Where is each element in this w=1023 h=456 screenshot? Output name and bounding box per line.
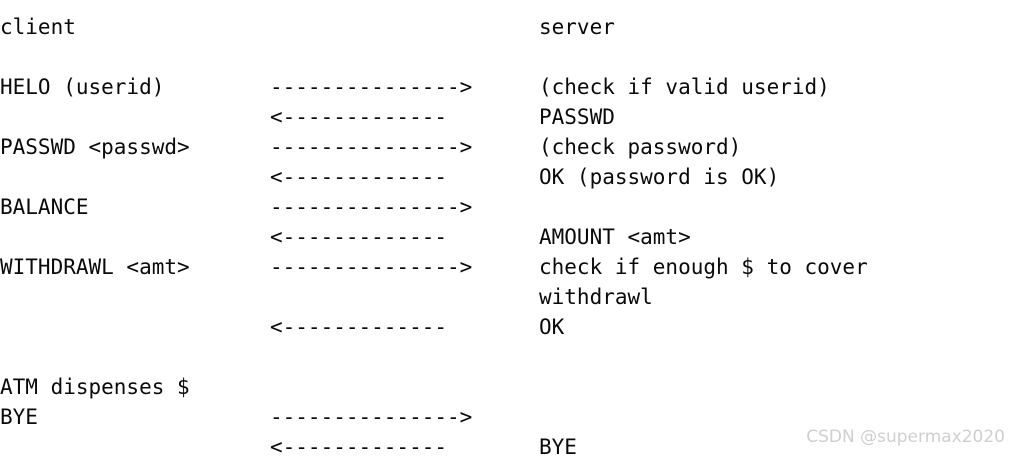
client-message-8: WITHDRAWL <amt> [0,255,190,279]
message-arrow-2: ---------------> [270,75,473,99]
message-arrow-7: <------------- [270,225,448,249]
message-arrow-6: ---------------> [270,195,473,219]
message-arrow-3: <------------- [270,105,448,129]
client-message-12: ATM dispenses $ [0,375,190,399]
diagram-row: withdrawl [0,282,1023,312]
message-arrow-13: ---------------> [270,405,473,429]
client-message-4: PASSWD <passwd> [0,135,190,159]
server-message-14: BYE [539,435,577,456]
server-message-10: OK [539,315,565,339]
server-message-2: (check if valid userid) [539,75,830,99]
message-arrow-8: ---------------> [270,255,473,279]
diagram-row [0,42,1023,72]
message-arrow-14: <------------- [270,435,448,456]
server-message-4: (check password) [539,135,742,159]
diagram-row: <------------- OK [0,312,1023,342]
client-column-header: client [0,15,76,39]
message-arrow-10: <------------- [270,315,448,339]
server-column-header: server [539,15,615,39]
diagram-row: HELO (userid) ---------------> (check if v… [0,72,1023,102]
server-message-8: check if enough $ to cover [539,255,868,279]
server-message-7: AMOUNT <amt> [539,225,691,249]
diagram-row: PASSWD <passwd> ---------------> (check pa… [0,132,1023,162]
diagram-row: BYE ---------------> [0,402,1023,432]
diagram-row [0,342,1023,372]
diagram-row: <------------- AMOUNT <amt> [0,222,1023,252]
client-message-13: BYE [0,405,38,429]
client-message-2: HELO (userid) [0,75,165,99]
message-arrow-5: <------------- [270,165,448,189]
server-message-9: withdrawl [539,285,653,309]
diagram-row: BALANCE ---------------> [0,192,1023,222]
server-message-5: OK (password is OK) [539,165,780,189]
diagram-row: <------------- PASSWD [0,102,1023,132]
server-message-3: PASSWD [539,105,615,129]
diagram-header-row: client server [0,12,1023,42]
diagram-row: <------------- OK (password is OK) [0,162,1023,192]
message-arrow-4: ---------------> [270,135,473,159]
csdn-watermark: CSDN @supermax2020 [806,427,1005,447]
diagram-row: ATM dispenses $ [0,372,1023,402]
diagram-row: <------------- BYE [0,432,1023,456]
diagram-row: WITHDRAWL <amt> ---------------> check if … [0,252,1023,282]
client-message-6: BALANCE [0,195,89,219]
